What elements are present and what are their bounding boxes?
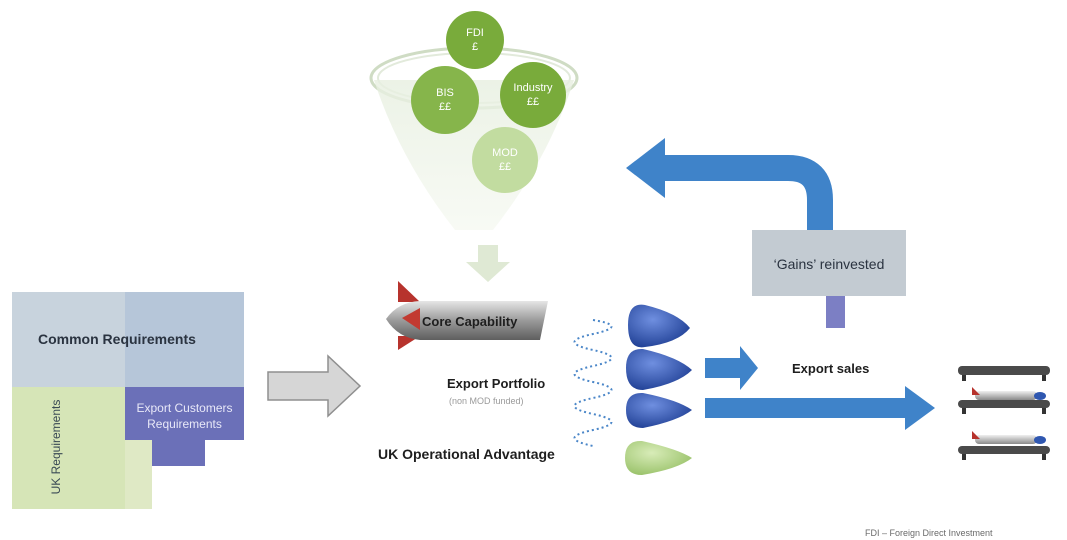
uk-operational-advantage-label: UK Operational Advantage	[378, 446, 555, 462]
aircraft-1	[958, 366, 1050, 381]
export-portfolio-note: (non MOD funded)	[449, 396, 524, 406]
uk-requirements-label: UK Requirements	[49, 399, 63, 495]
cone-1	[628, 304, 690, 348]
requirements-diagram	[12, 292, 244, 509]
gains-box	[752, 230, 906, 296]
cone-4	[625, 440, 692, 475]
mod-circle	[472, 127, 538, 193]
reinvest-arrow	[626, 138, 845, 328]
gains-reinvested-label: ‘Gains’ reinvested	[773, 256, 885, 272]
fdi-label: FDI£	[466, 27, 484, 53]
export-arrow-short	[705, 346, 758, 390]
bis-label: BIS££	[436, 87, 454, 113]
mod-label: MOD££	[492, 147, 518, 173]
aircraft-3	[958, 431, 1050, 460]
bis-circle	[411, 66, 479, 134]
cone-3	[626, 392, 692, 428]
fdi-circle	[446, 11, 504, 69]
footnote: FDI – Foreign Direct Investment	[865, 528, 993, 538]
common-requirements-label: Common Requirements	[38, 331, 196, 347]
core-capability-missile	[386, 281, 548, 350]
cone-2	[626, 348, 692, 390]
input-arrow	[267, 354, 362, 418]
industry-label: Industry££	[513, 82, 553, 108]
industry-circle	[500, 62, 566, 128]
core-capability-label: Core Capability	[422, 314, 518, 329]
export-portfolio-label: Export Portfolio	[447, 376, 546, 391]
aircraft-2	[958, 387, 1050, 414]
export-customers-requirements-label: Export Customers Requirements	[136, 401, 233, 431]
export-arrow-long	[705, 386, 935, 430]
wavy-links	[573, 319, 613, 447]
export-sales-label: Export sales	[792, 361, 870, 376]
